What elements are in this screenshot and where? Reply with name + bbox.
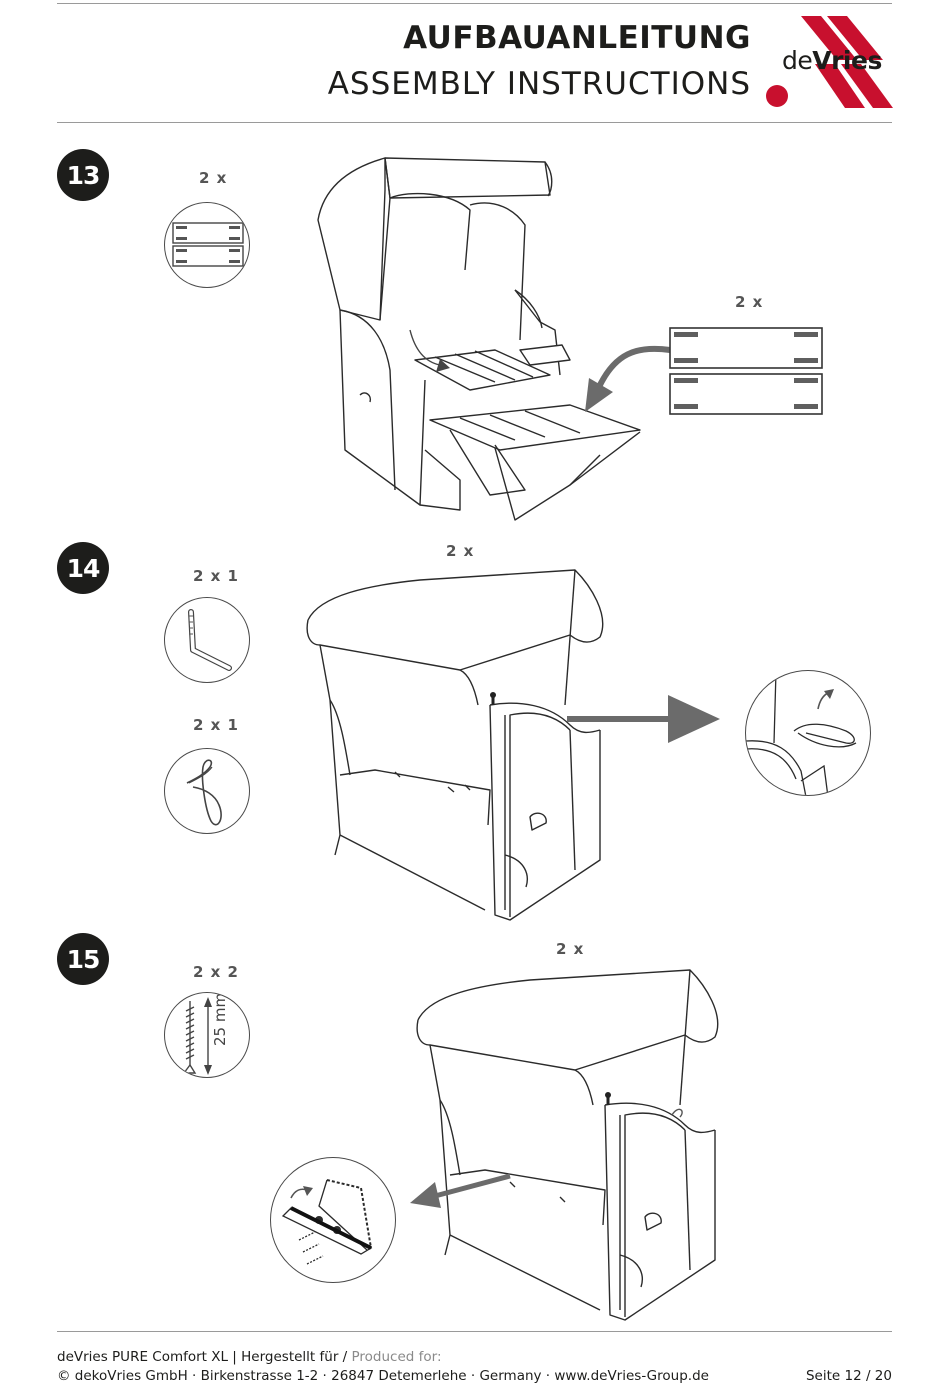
header-bottom-rule [57, 122, 892, 123]
board-pair-icon [669, 327, 823, 415]
screw-icon: 25 mm [164, 992, 250, 1078]
footer-product-line: deVries PURE Comfort XL | Hergestellt fü… [57, 1349, 442, 1365]
footer-product: deVries PURE Comfort XL | Hergestellt fü… [57, 1349, 348, 1365]
step-number-badge: 15 [57, 933, 109, 985]
part-quantity: 2 x 1 [193, 716, 239, 734]
bent-pin-icon [164, 597, 250, 683]
step-13-insert-arrow [585, 345, 671, 412]
step-14-beach-chair-illustration [306, 569, 604, 921]
callout-quantity: 2 x [735, 293, 764, 311]
screw-length-label: 25 mm [211, 992, 229, 1046]
page-number: Seite 12 / 20 [805, 1368, 892, 1384]
title-german: AUFBAUANLEITUNG [403, 20, 751, 56]
header-top-rule [57, 3, 892, 4]
board-pair-icon [164, 202, 250, 288]
logo-wordmark-text: deVries [782, 46, 882, 75]
callout-quantity: 2 x [556, 940, 585, 958]
step-number-badge: 14 [57, 542, 109, 594]
step-15-detail-magnifier [270, 1157, 396, 1283]
step-number-badge: 13 [57, 149, 109, 201]
step-15-beach-chair-illustration [416, 969, 719, 1321]
part-quantity: 2 x 1 [193, 567, 239, 585]
step-15-detail-arrow [410, 1173, 511, 1208]
devries-logo [766, 16, 893, 108]
spring-clip-icon [164, 748, 250, 834]
callout-quantity: 2 x [446, 542, 475, 560]
title-english: ASSEMBLY INSTRUCTIONS [327, 66, 751, 102]
part-quantity: 2 x [199, 169, 228, 187]
footer-address: © dekoVries GmbH · Birkenstrasse 1-2 · 2… [57, 1368, 709, 1384]
footer-produced-for: Produced for: [351, 1349, 442, 1365]
step-14-detail-magnifier [745, 670, 871, 796]
part-quantity: 2 x 2 [193, 963, 239, 981]
step-14-detail-arrow [567, 695, 720, 743]
logo-wordmark: deVries [782, 46, 882, 75]
footer-rule [57, 1331, 892, 1332]
step-13-beach-chair-footrest-illustration [317, 157, 641, 521]
